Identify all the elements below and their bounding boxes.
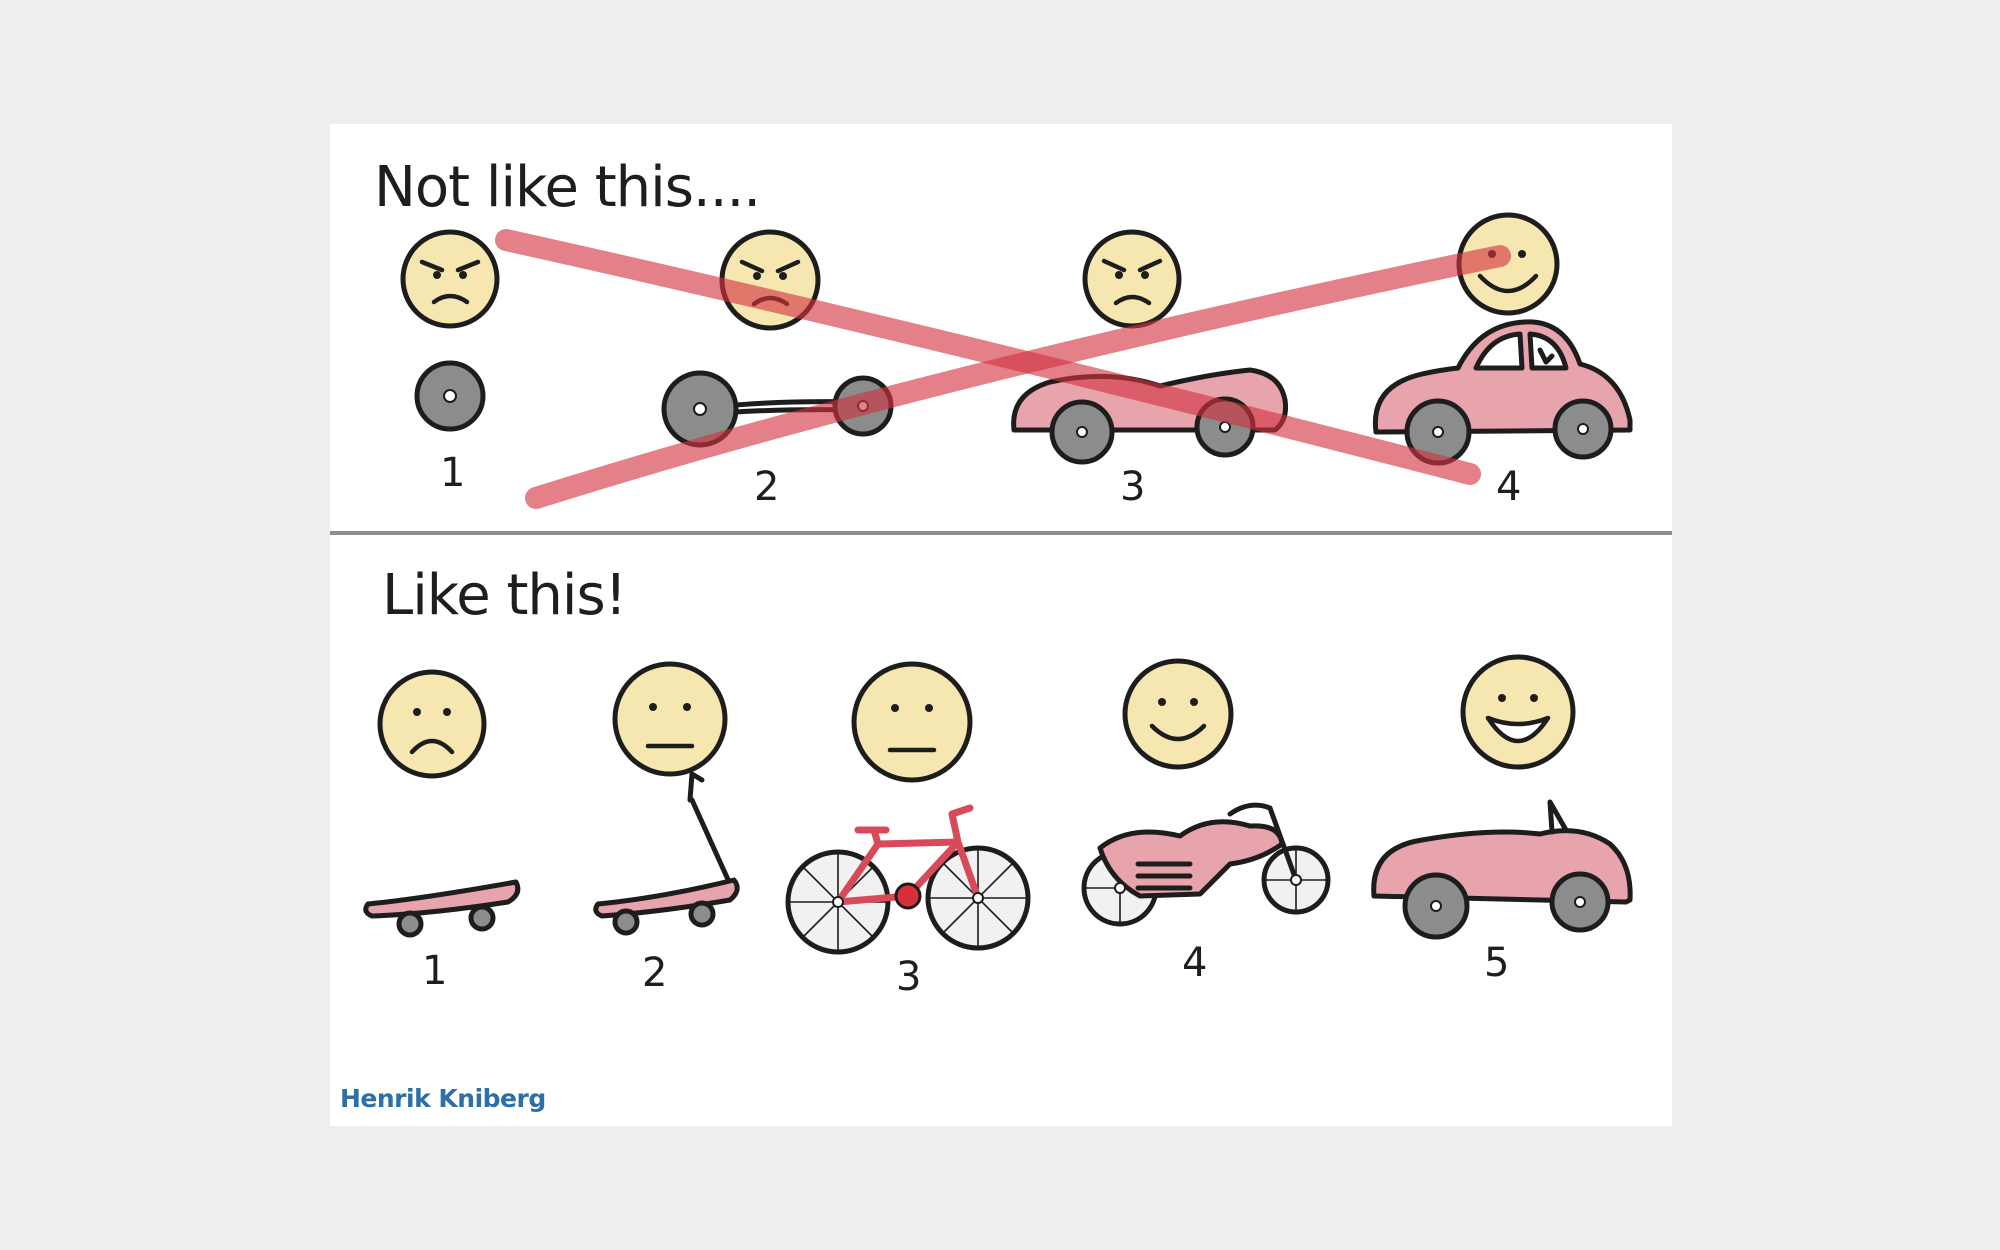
author-credit: Henrik Kniberg [340, 1084, 546, 1113]
bottom-step-4-number: 4 [1182, 940, 1207, 986]
top-step-2-number: 2 [754, 464, 779, 510]
bottom-step-2: 2 [593, 661, 740, 996]
bottom-step-4: 4 [1081, 658, 1331, 986]
top-step-4-number: 4 [1496, 464, 1521, 510]
bottom-step-1-number: 1 [422, 948, 447, 994]
big-smile-face-icon [1460, 654, 1576, 770]
bottom-step-1: 1 [363, 669, 521, 994]
top-step-1-number: 1 [440, 450, 465, 496]
bottom-step-5: 5 [1371, 654, 1633, 986]
angry-face-icon [1082, 229, 1182, 329]
bottom-step-3: 3 [785, 661, 1031, 1000]
motorcycle-icon [1081, 802, 1331, 927]
angry-face-icon [400, 229, 500, 329]
wheel-icon [414, 360, 486, 432]
skateboard-icon [363, 879, 521, 938]
neutral-face-icon [851, 661, 973, 783]
mvp-illustration: Not like this.... 1 [330, 155, 1672, 1113]
bottom-step-3-number: 3 [896, 954, 921, 1000]
cross-out-mark [495, 229, 1511, 509]
illustration-card: Not like this.... 1 [330, 124, 1672, 1126]
bicycle-icon [785, 804, 1031, 955]
axle-icon [661, 370, 894, 448]
bottom-step-2-number: 2 [642, 950, 667, 996]
top-step-3-number: 3 [1120, 464, 1145, 510]
car-icon [1372, 319, 1633, 466]
sad-face-icon [377, 669, 487, 779]
convertible-car-icon [1371, 799, 1633, 940]
bottom-step-5-number: 5 [1484, 940, 1509, 986]
scooter-icon [593, 771, 740, 936]
smile-face-icon [1122, 658, 1234, 770]
top-step-1: 1 [400, 229, 500, 496]
bottom-heading: Like this! [382, 563, 626, 628]
neutral-face-icon [612, 661, 728, 777]
top-heading: Not like this.... [374, 155, 760, 220]
